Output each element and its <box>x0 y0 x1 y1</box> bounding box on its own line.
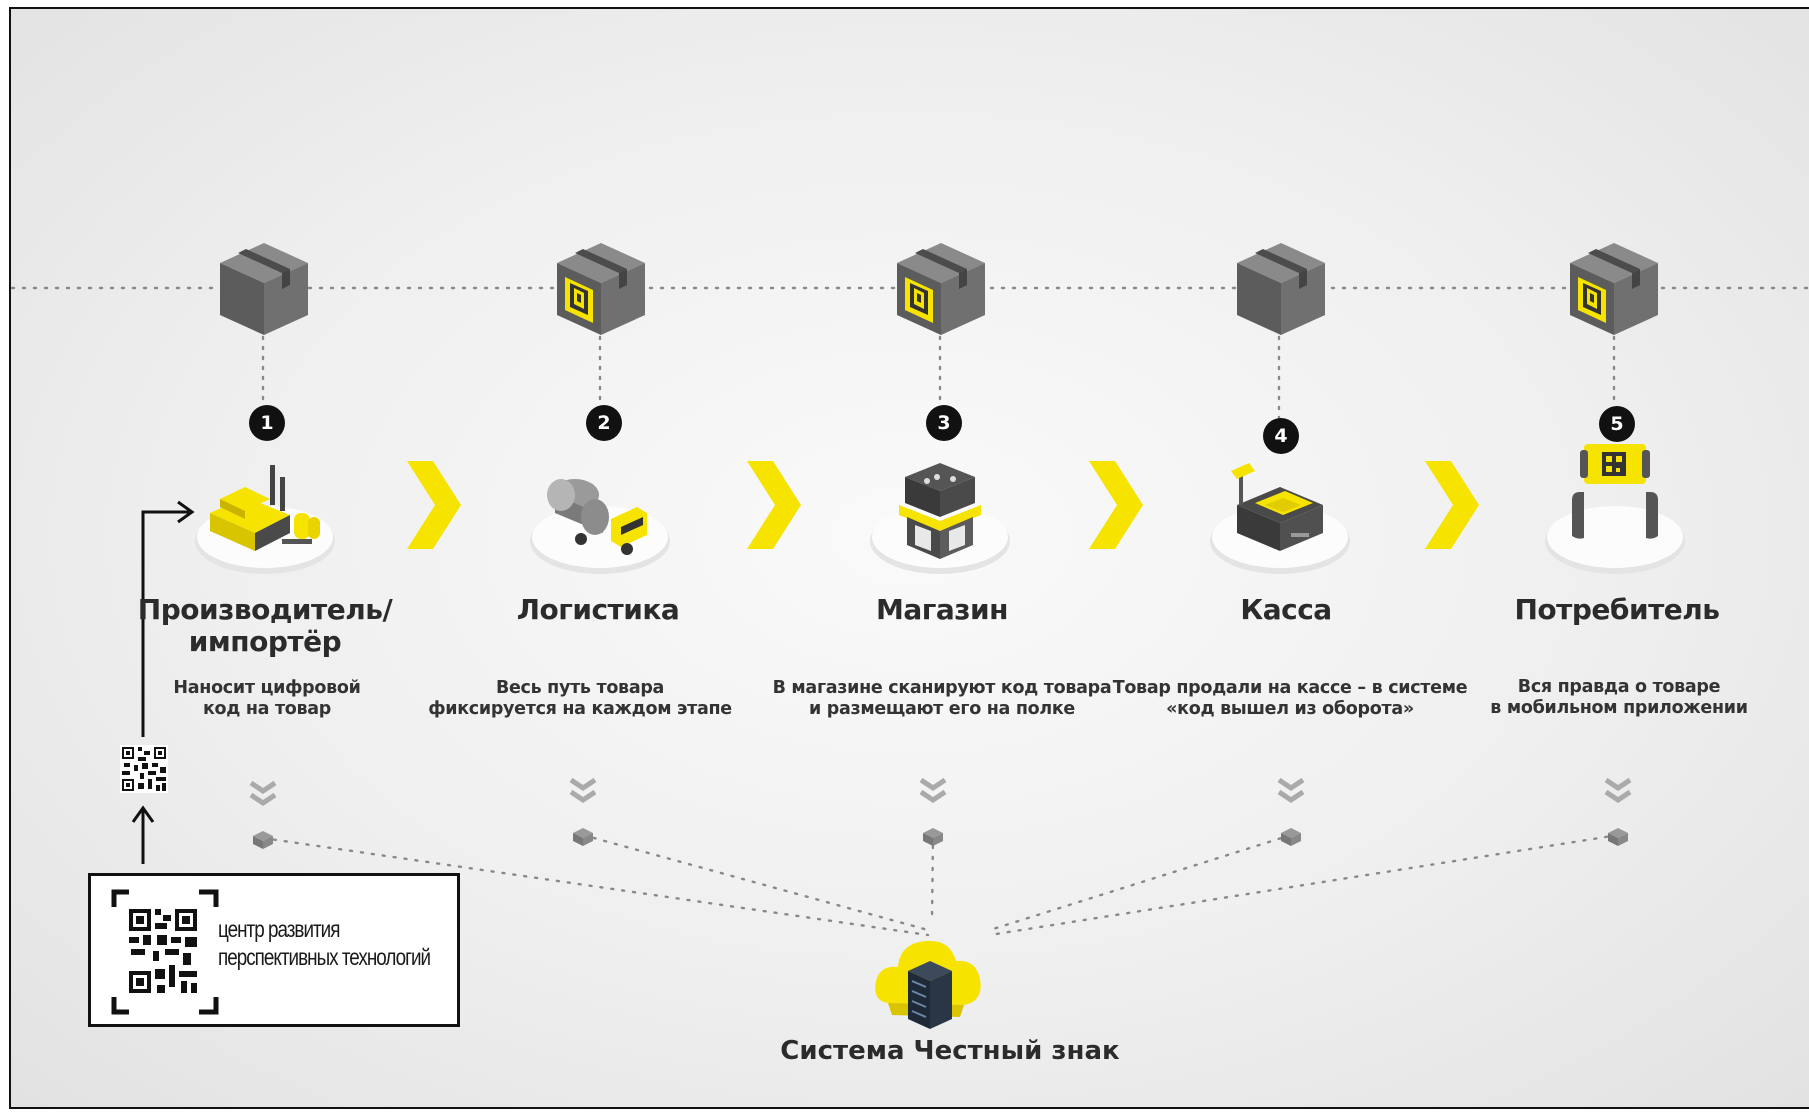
stage-4-box-icon <box>1237 243 1325 335</box>
product-qr-code-icon <box>120 745 168 793</box>
stage-2-desc-line1: Весь путь товара <box>495 678 665 698</box>
stage-1-to-system-dotted-line <box>261 836 930 937</box>
stage-5-desc-line2: в мобильном приложении <box>1490 698 1748 718</box>
stage-1-title-line2: импортёр <box>188 625 342 658</box>
stage-1-title-line1: Производитель/ <box>137 593 393 626</box>
stage-5-title: Потребитель <box>1514 593 1720 626</box>
stage-1-desc-line1: Наносит цифровой <box>173 678 361 698</box>
stage-5-to-system-dotted-line <box>988 833 1620 937</box>
stage-2-title: Логистика <box>516 593 680 626</box>
flow-arrow-to-product <box>141 500 195 737</box>
stage-1-description: Наносит цифровой код на товар <box>77 678 457 720</box>
shop-icon <box>870 463 1010 574</box>
flow-arrow-to-code <box>131 805 155 864</box>
stage-3-desc-line1: В магазине сканируют код товара <box>772 678 1112 698</box>
stage-4-desc-line1: Товар продали на кассе – в системе <box>1112 678 1468 698</box>
cloud-server-icon <box>875 940 981 1029</box>
stage-3-box-qr-code-icon <box>905 277 933 323</box>
stage-1-title: Производитель/ импортёр <box>95 594 435 658</box>
chevron-right-icon-1 <box>407 461 461 549</box>
factory-icon <box>195 465 335 574</box>
stage-1-double-chevron-down-icon <box>249 780 277 849</box>
stage-4-desc-line2: «код вышел из оборота» <box>1166 699 1414 719</box>
chevron-right-icon-2 <box>747 461 801 549</box>
stage-4-number-badge: 4 <box>1263 418 1299 454</box>
logo-qr-code-icon <box>111 889 219 1015</box>
stage-4-to-system-dotted-line <box>988 833 1293 932</box>
cash-register-icon <box>1210 463 1350 574</box>
stage-2-desc-line2: фиксируется на каждом этапе <box>428 699 732 719</box>
chevron-right-icon-4 <box>1425 461 1479 549</box>
chevron-right-icon-3 <box>1089 461 1143 549</box>
tanker-truck-icon <box>530 479 670 574</box>
logo-box: центр развития перспективных технологий <box>88 873 460 1027</box>
stage-2-description: Весь путь товара фиксируется на каждом э… <box>390 678 770 720</box>
stage-2-box-icon <box>557 243 645 335</box>
stage-5-number-badge: 5 <box>1599 406 1635 442</box>
stage-2-box-qr-code-icon <box>565 277 593 323</box>
stage-3-number-badge: 3 <box>926 405 962 441</box>
stage-5-box-icon <box>1570 243 1658 335</box>
stage-4-title: Касса <box>1240 593 1332 626</box>
stage-3-title: Магазин <box>875 593 1009 626</box>
stage-4-description: Товар продали на кассе – в системе «код … <box>1098 678 1482 720</box>
stage-3-box-icon <box>897 243 985 335</box>
logo-text-line2: перспективных технологий <box>218 944 431 970</box>
server-rack-icon <box>908 961 952 1029</box>
system-label: Система Честный знак <box>780 1036 1120 1066</box>
stage-5-box-qr-code-icon <box>1578 277 1606 323</box>
stage-5-desc-line1: Вся правда о товаре <box>1517 677 1721 697</box>
stage-3-double-chevron-down-icon <box>919 777 947 846</box>
stage-1-box-icon <box>220 243 308 335</box>
stage-2-double-chevron-down-icon <box>569 777 597 846</box>
stage-5-double-chevron-down-icon <box>1604 777 1632 846</box>
logo-text-line1: центр развития <box>218 916 340 942</box>
stage-5-description: Вся правда о товаре в мобильном приложен… <box>1469 677 1769 719</box>
stage-1-desc-line2: код на товар <box>202 699 332 719</box>
stage-2-to-system-dotted-line <box>581 833 930 932</box>
stage-1-number-badge: 1 <box>249 405 285 441</box>
stage-4-double-chevron-down-icon <box>1277 777 1305 846</box>
stage-3-desc-line2: и размещают его на полке <box>808 699 1076 719</box>
stage-2-number-badge: 2 <box>586 405 622 441</box>
smartphone-icon <box>1545 444 1685 574</box>
stage-3-to-system-dotted-line <box>930 833 935 922</box>
stage-3-description: В магазине сканируют код товара и размещ… <box>742 678 1142 720</box>
